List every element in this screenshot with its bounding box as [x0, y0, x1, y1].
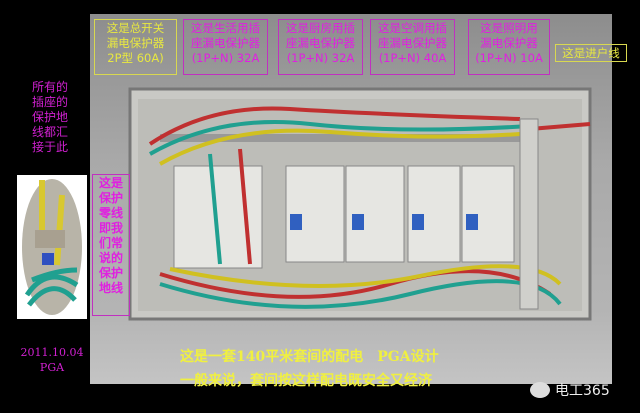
label-incoming-line: 这是进户线	[555, 44, 627, 62]
label-line: 2P型 60A)	[107, 51, 164, 65]
label-line: 保护地	[31, 110, 68, 124]
label-lighting: 这是照明用 漏电保护器 (1P+N) 10A	[468, 19, 550, 75]
label-line: (1P+N) 32A	[286, 51, 355, 65]
label-line: 地线	[98, 281, 123, 295]
label-line: 保护	[98, 266, 123, 280]
label-line: 插座的	[31, 95, 68, 109]
pe-busbar	[519, 118, 539, 310]
inset-photo	[17, 175, 87, 319]
label-line: 接于此	[31, 140, 68, 154]
label-line: 这是照明用	[480, 21, 538, 35]
breakers	[173, 165, 515, 269]
distribution-box-photo	[90, 14, 612, 384]
label-line: 这是厨房用插	[286, 21, 355, 35]
label-line: 所有的	[31, 80, 68, 94]
label-main-switch: 这是总开关 漏电保护器 2P型 60A)	[94, 19, 177, 75]
panel-drawing	[128, 87, 592, 321]
date: 2011.10.04	[20, 346, 84, 359]
label-pe-wire: 这是 保护 零线 即我 们常 说的 保护 地线	[92, 174, 130, 316]
label-line: 这是总开关	[106, 21, 165, 35]
label-line: 座漏电保护器	[286, 36, 355, 50]
label-line: (1P+N) 32A	[191, 51, 260, 65]
din-rail	[160, 134, 520, 142]
label-line: 这是空调用插	[378, 21, 447, 35]
label-line: (1P+N) 40A	[378, 51, 447, 65]
wechat-icon	[530, 382, 550, 398]
label-line: 线都汇	[31, 125, 68, 139]
label-line: 漏电保护器	[480, 36, 538, 50]
label-line: 即我	[98, 221, 123, 235]
label-line: 说的	[98, 251, 123, 265]
date-signature: 2011.10.04 PGA	[10, 345, 94, 375]
author: PGA	[39, 361, 65, 374]
caption-line-1: 这是一套140平米套间的配电 PGA设计	[180, 349, 439, 365]
label-kitchen-socket: 这是厨房用插 座漏电保护器 (1P+N) 32A	[278, 19, 363, 75]
label-living-socket: 这是生活用插 座漏电保护器 (1P+N) 32A	[183, 19, 268, 75]
label-line: 这是	[98, 176, 123, 190]
label-ground-bus: 所有的 插座的 保护地 线都汇 接于此	[22, 80, 78, 155]
watermark-text: 电工365	[555, 383, 610, 399]
label-line: 这是生活用插	[191, 21, 260, 35]
caption-line-2: 一般来说，套间按这样配电既安全又经济	[180, 373, 432, 389]
label-ac-socket: 这是空调用插 座漏电保护器 (1P+N) 40A	[370, 19, 455, 75]
label-line: 保护	[98, 191, 123, 205]
label-line: (1P+N) 10A	[475, 51, 543, 65]
watermark: 电工365	[530, 380, 610, 400]
label-line: 们常	[98, 236, 123, 250]
label-line: 漏电保护器	[106, 36, 165, 50]
label-line: 座漏电保护器	[378, 36, 447, 50]
ground-terminal-closeup	[22, 179, 82, 315]
label-line: 座漏电保护器	[191, 36, 260, 50]
label-line: 零线	[98, 206, 123, 220]
